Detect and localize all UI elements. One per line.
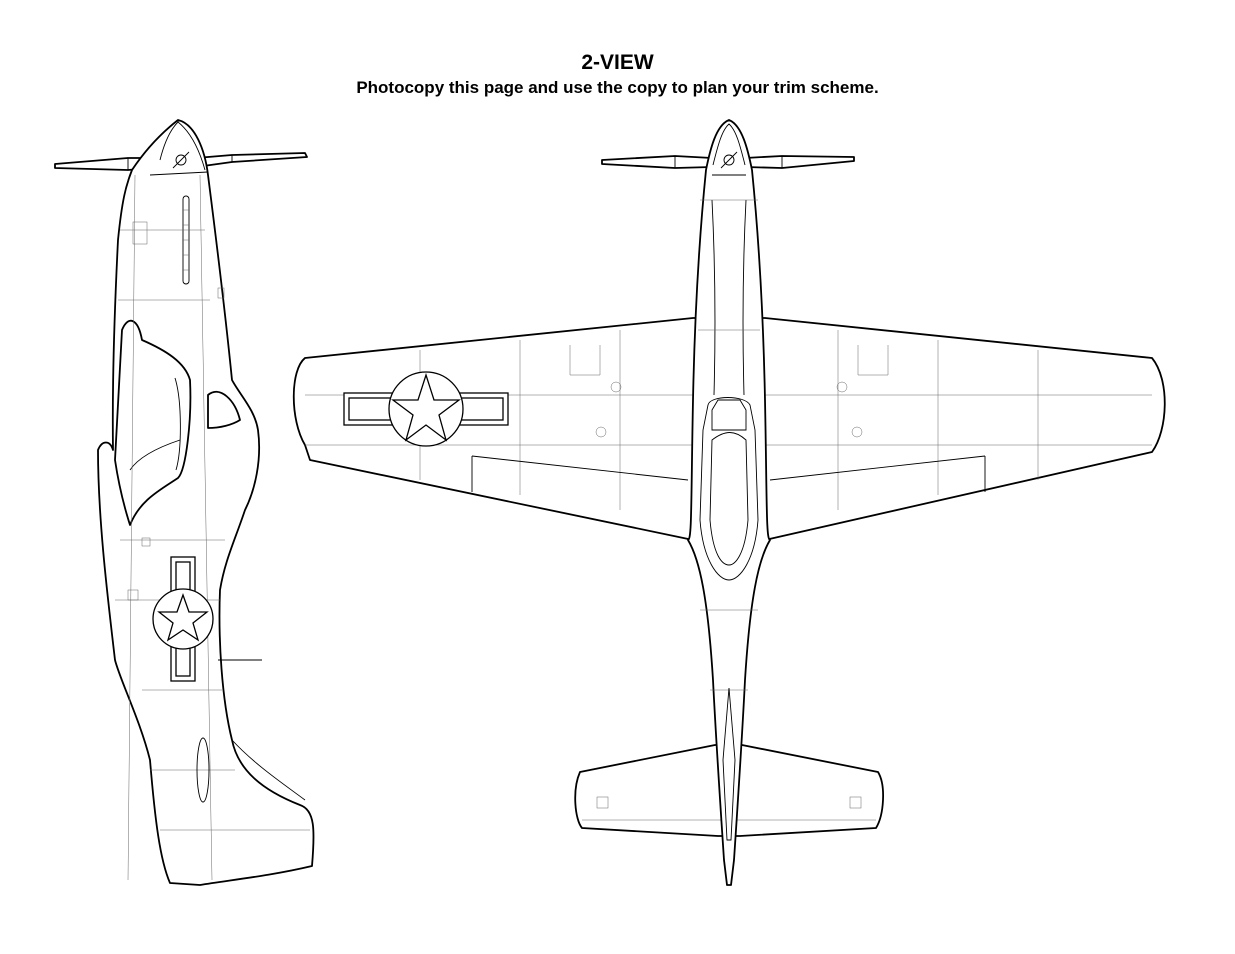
page-title: 2-VIEW xyxy=(581,51,654,74)
spinner-emblem-icon xyxy=(172,151,190,169)
top-view-canopy xyxy=(699,397,759,581)
side-view-canopy xyxy=(114,319,192,526)
top-view-fuselage xyxy=(687,119,771,886)
side-view-panel-lines xyxy=(115,174,310,881)
side-view-air-scoop xyxy=(207,390,241,429)
top-view xyxy=(292,119,1166,886)
side-view xyxy=(54,119,315,886)
exhaust-stacks xyxy=(182,195,190,285)
top-view-national-insignia xyxy=(343,371,509,447)
page-subtitle: Photocopy this page and use the copy to … xyxy=(356,78,879,97)
side-view-national-insignia xyxy=(152,556,214,682)
top-spinner-emblem-icon xyxy=(720,151,738,169)
page-header: 2-VIEW Photocopy this page and use the c… xyxy=(0,50,1235,100)
